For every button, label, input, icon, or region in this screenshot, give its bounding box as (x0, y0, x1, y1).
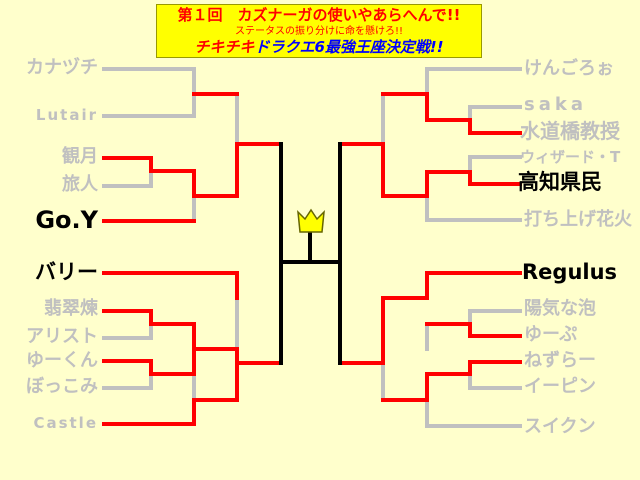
entrant-name: Go.Y (35, 206, 98, 234)
bracket-line (425, 170, 522, 222)
entrant-name: ねずらー (524, 350, 596, 371)
title-banner: 第１回 カズナーガの使いやあらへんで!! ステータスの振り分けに命を懸けろ!! … (156, 4, 482, 58)
entrant-name: ぼっこみ (26, 376, 98, 397)
entrant-name: Regulus (522, 260, 618, 284)
bracket-line (468, 372, 522, 390)
entrant-name: 打ち上げ花火 (524, 209, 632, 230)
entrant-name: 水道橋教授 (520, 119, 620, 143)
entrant-name: saka (524, 94, 587, 115)
entrant-name: Castle (33, 414, 98, 432)
title-line-3: チキチキドラクエ6最強王座決定戦!! (157, 40, 481, 55)
bracket-line (468, 309, 522, 326)
bracket-line (338, 296, 385, 365)
entrant-name: スイクン (524, 416, 596, 437)
entrant-name: ゆーぷ (524, 324, 578, 345)
entrant-name: イーピン (524, 376, 596, 397)
entrant-name: 陽気な泡 (524, 298, 596, 319)
entrant-name: 高知県民 (518, 170, 602, 194)
bracket-line (425, 322, 522, 338)
entrant-name: アリスト (26, 326, 98, 347)
bracket-line (468, 105, 522, 122)
title-main: ドラクエ6最強王座決定戦!! (254, 38, 444, 56)
bracket-line (102, 67, 196, 96)
bracket-line (381, 271, 522, 300)
entrant-name: けんごろぉ (524, 58, 614, 79)
entrant-name: 翡翠煉 (44, 298, 98, 319)
bracket-line (102, 347, 196, 376)
entrant-name: ゆーくん (26, 350, 98, 371)
bracket-line (102, 92, 196, 118)
bracket-line (102, 271, 239, 300)
entrant-name: カナヅチ (26, 57, 98, 78)
bracket-line (102, 372, 153, 390)
bracket-line (381, 170, 522, 198)
bracket-line (425, 372, 522, 428)
crown-icon (297, 208, 325, 233)
bracket-line (192, 347, 283, 365)
title-line-1: 第１回 カズナーガの使いやあらへんで!! (177, 6, 461, 24)
entrant-name: 観月 (62, 146, 98, 167)
bracket-line (381, 360, 522, 402)
entrant-name: ウィザード・T (520, 148, 621, 166)
bracket-line (102, 309, 196, 351)
bracket-line (468, 155, 522, 174)
bracket-line (102, 169, 153, 188)
bracket-line (102, 322, 153, 340)
bracket-line (381, 92, 522, 135)
bracket-line (102, 156, 239, 198)
bracket-line (425, 67, 522, 96)
entrant-name: 旅人 (62, 174, 98, 195)
entrant-name: Lutair (35, 106, 98, 124)
title-line-2: ステータスの振り分けに命を懸けろ!! (234, 26, 404, 37)
title-prefix: チキチキ (194, 38, 255, 56)
bracket-line (192, 361, 239, 426)
entrant-name: バリー (35, 260, 98, 284)
